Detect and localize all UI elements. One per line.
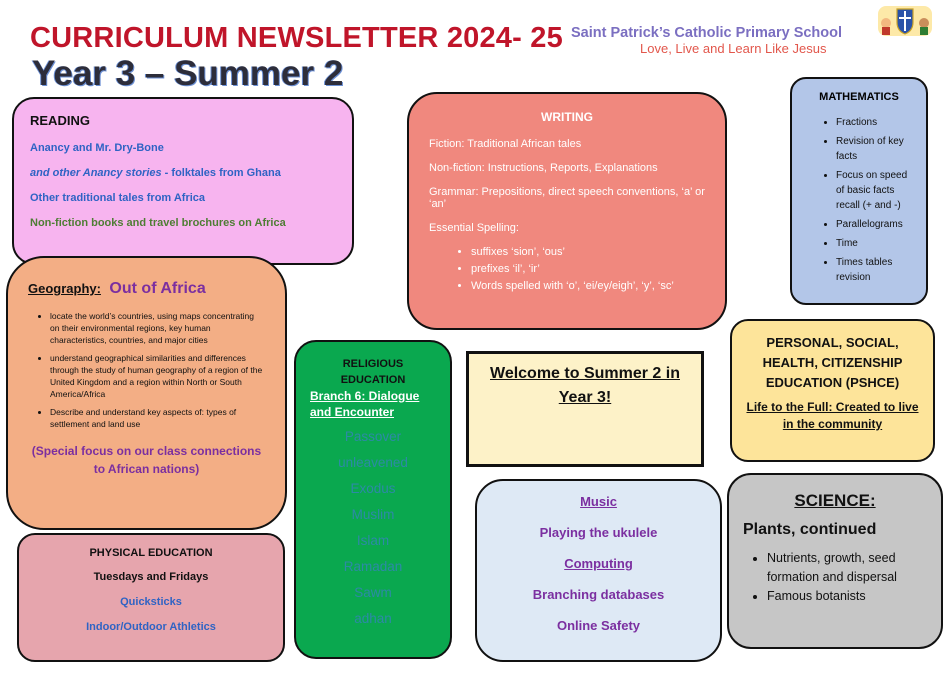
music-heading: Music xyxy=(580,494,617,509)
re-word: Ramadan xyxy=(343,559,403,574)
re-word: Exodus xyxy=(350,481,396,496)
re-heading: RELIGIOUS EDUCATION xyxy=(340,358,406,386)
maths-item: Times tables revision xyxy=(836,255,918,285)
reading-non-fiction: Non-fiction books and travel brochures o… xyxy=(30,217,286,229)
welcome-message: Welcome to Summer 2 in Year 3! xyxy=(490,365,680,406)
reading-folktales-rest: - folktales from Ghana xyxy=(161,167,281,179)
re-word: Islam xyxy=(356,533,390,548)
geography-list: locate the world’s countries, using maps… xyxy=(28,310,265,430)
pe-activity: Indoor/Outdoor Athletics xyxy=(86,621,216,633)
maths-item: Fractions xyxy=(836,115,918,130)
geography-item: locate the world’s countries, using maps… xyxy=(50,310,265,346)
welcome-panel: Welcome to Summer 2 in Year 3! xyxy=(466,351,704,467)
science-list: Nutrients, growth, seed formation and di… xyxy=(743,549,927,606)
writing-fiction: Fiction: Traditional African tales xyxy=(429,138,582,150)
spelling-item: suffixes ‘sion’, ‘ous’ xyxy=(471,246,705,258)
reading-folktales-italic: and other Anancy stories xyxy=(30,167,162,179)
geography-topic: Out of Africa xyxy=(109,280,206,297)
maths-item: Time xyxy=(836,236,918,251)
religious-education-panel: RELIGIOUS EDUCATION Branch 6: Dialogue a… xyxy=(294,340,452,659)
geography-heading: Geography: xyxy=(28,281,101,296)
writing-heading: WRITING xyxy=(541,110,593,124)
school-name: Saint Patrick’s Catholic Primary School xyxy=(571,25,843,41)
reading-book-title: Anancy and Mr. Dry-Bone xyxy=(30,142,164,154)
year-term-heading: Year 3 – Summer 2 xyxy=(32,54,344,93)
geography-item: understand geographical similarities and… xyxy=(50,352,265,400)
pe-days: Tuesdays and Fridays xyxy=(93,571,209,583)
spelling-list: suffixes ‘sion’, ‘ous’ prefixes ‘il’, ‘i… xyxy=(429,246,705,292)
science-panel: SCIENCE: Plants, continued Nutrients, gr… xyxy=(727,473,943,649)
computing-heading: Computing xyxy=(564,556,633,571)
maths-panel: MATHEMATICS Fractions Revision of key fa… xyxy=(790,77,928,305)
pshce-topic: Life to the Full: Created to live in the… xyxy=(746,400,919,431)
physical-education-panel: PHYSICAL EDUCATION Tuesdays and Fridays … xyxy=(17,533,285,662)
pe-heading: PHYSICAL EDUCATION xyxy=(89,547,213,559)
re-word: Muslim xyxy=(351,507,395,522)
writing-grammar: Grammar: Prepositions, direct speech con… xyxy=(429,186,705,210)
computing-topic: Online Safety xyxy=(556,618,641,633)
writing-spelling-heading: Essential Spelling: xyxy=(429,222,519,234)
geography-panel: Geography: Out of Africa locate the worl… xyxy=(6,256,287,530)
writing-non-fiction: Non-fiction: Instructions, Reports, Expl… xyxy=(429,162,658,174)
pshce-panel: PERSONAL, SOCIAL, HEALTH, CITIZENSHIP ED… xyxy=(730,319,935,462)
computing-topic: Branching databases xyxy=(532,587,665,602)
reading-heading: READING xyxy=(30,113,90,128)
geography-heading-row: Geography: Out of Africa xyxy=(28,280,265,298)
spelling-item: Words spelled with ‘o’, ‘ei/ey/eigh’, ‘y… xyxy=(471,280,705,292)
school-crest-icon xyxy=(878,6,932,36)
geography-special-focus: (Special focus on our class connections … xyxy=(31,444,262,476)
geography-item: Describe and understand key aspects of: … xyxy=(50,406,265,430)
school-motto: Love, Live and Learn Like Jesus xyxy=(640,41,827,56)
re-word: Sawm xyxy=(354,585,392,600)
maths-list: Fractions Revision of key facts Focus on… xyxy=(800,115,918,285)
science-heading: SCIENCE: xyxy=(794,491,876,510)
pe-activity: Quicksticks xyxy=(120,596,182,608)
re-word: Passover xyxy=(344,429,402,444)
re-word: adhan xyxy=(354,611,392,626)
music-topic: Playing the ukulele xyxy=(539,525,658,540)
re-word: unleavened xyxy=(338,455,408,470)
reading-traditional-tales: Other traditional tales from Africa xyxy=(30,192,206,204)
maths-item: Parallelograms xyxy=(836,217,918,232)
writing-panel: WRITING Fiction: Traditional African tal… xyxy=(407,92,727,330)
pshce-heading: PERSONAL, SOCIAL, HEALTH, CITIZENSHIP ED… xyxy=(762,335,903,390)
science-item: Nutrients, growth, seed formation and di… xyxy=(767,549,927,587)
science-topic: Plants, continued xyxy=(743,521,877,538)
spelling-item: prefixes ‘il’, ‘ir’ xyxy=(471,263,705,275)
re-branch: Branch 6: Dialogue and Encounter xyxy=(310,389,420,419)
maths-item: Revision of key facts xyxy=(836,134,918,164)
reading-panel: READING Anancy and Mr. Dry-Bone and othe… xyxy=(12,97,354,265)
science-item: Famous botanists xyxy=(767,587,927,606)
reading-folktales: and other Anancy stories - folktales fro… xyxy=(30,167,336,179)
maths-heading: MATHEMATICS xyxy=(819,91,899,103)
re-word-list: Passover unleavened Exodus Muslim Islam … xyxy=(310,424,436,632)
maths-item: Focus on speed of basic facts recall (+ … xyxy=(836,168,918,213)
newsletter-title: CURRICULUM NEWSLETTER 2024- 25 xyxy=(30,22,563,54)
music-computing-panel: Music Playing the ukulele Computing Bran… xyxy=(475,479,722,662)
